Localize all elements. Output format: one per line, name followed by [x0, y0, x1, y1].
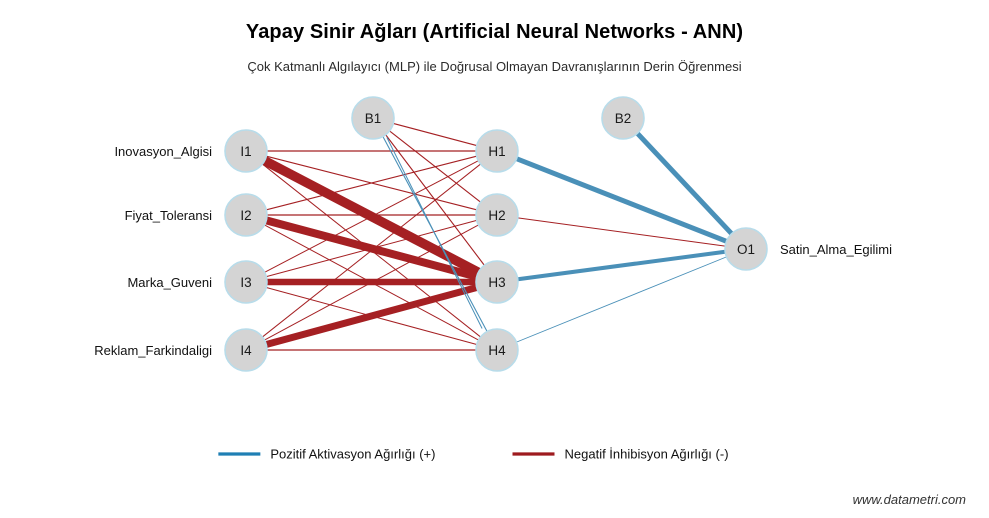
node-id-label: B2: [615, 111, 632, 126]
node-id-label: H3: [488, 275, 505, 290]
page-title: Yapay Sinir Ağları (Artificial Neural Ne…: [245, 21, 744, 43]
node-side-label-i3: Marka_Guveni: [127, 275, 212, 290]
node-id-label: B1: [365, 111, 382, 126]
node-circle: [601, 96, 645, 140]
edge-b1-h3: [385, 134, 485, 266]
footer-watermark: www.datametri.com: [852, 492, 966, 507]
edge-h3-o1: [517, 249, 726, 282]
node-id-label: H2: [488, 208, 505, 223]
node-id-label: H1: [488, 144, 505, 159]
edge-b1-h1: [393, 122, 477, 147]
edge-i3-h2: [266, 219, 477, 278]
edge-i2-h1: [266, 155, 477, 211]
node-circle: [475, 129, 519, 173]
edge-i4-h2: [264, 224, 479, 341]
legend-label-positive: Pozitif Aktivasyon Ağırlığı (+): [270, 447, 435, 462]
legend-label-negative: Negatif İnhibisyon Ağırlığı (-): [565, 447, 729, 462]
edge-b2-o1: [635, 131, 734, 236]
node-o1[interactable]: O1: [724, 227, 768, 271]
node-id-label: H4: [488, 343, 506, 358]
edge-h4-o1: [516, 256, 727, 343]
node-i4[interactable]: I4: [224, 328, 268, 372]
node-circle: [224, 129, 268, 173]
edge-layer: [262, 122, 734, 351]
edge-b1-h2: [389, 130, 481, 203]
node-i3[interactable]: I3: [224, 260, 268, 304]
edge-i3-h1: [264, 160, 479, 273]
node-id-label: I3: [240, 275, 251, 290]
node-circle: [475, 193, 519, 237]
node-b2[interactable]: B2: [601, 96, 645, 140]
edge-b1-h4: [386, 137, 483, 329]
page-subtitle: Çok Katmanlı Algılayıcı (MLP) ile Doğrus…: [247, 59, 742, 74]
node-h4[interactable]: H4: [475, 328, 519, 372]
node-side-label-i2: Fiyat_Toleransi: [125, 208, 213, 223]
node-side-label-i1: Inovasyon_Algisi: [114, 144, 212, 159]
node-circle: [475, 260, 519, 304]
node-id-label: I1: [240, 144, 251, 159]
edge-h1-o1: [515, 156, 728, 244]
node-circle: [351, 96, 395, 140]
node-i1[interactable]: I1: [224, 129, 268, 173]
node-h3[interactable]: H3: [475, 260, 519, 304]
node-circle: [224, 328, 268, 372]
node-side-label-i4: Reklam_Farkindaligi: [94, 343, 212, 358]
node-id-label: O1: [737, 242, 755, 257]
node-circle: [724, 227, 768, 271]
edge-h2-o1: [517, 217, 726, 247]
node-side-label-o1: Satin_Alma_Egilimi: [780, 242, 892, 257]
edge-i4-h1: [262, 163, 481, 338]
node-circle: [475, 328, 519, 372]
node-h2[interactable]: H2: [475, 193, 519, 237]
edge-i4-h3: [265, 284, 478, 348]
node-b1[interactable]: B1: [351, 96, 395, 140]
node-i2[interactable]: I2: [224, 193, 268, 237]
node-id-label: I2: [240, 208, 251, 223]
node-circle: [224, 260, 268, 304]
node-h1[interactable]: H1: [475, 129, 519, 173]
node-circle: [224, 193, 268, 237]
legend: Pozitif Aktivasyon Ağırlığı (+) Negatif İ…: [218, 447, 729, 462]
node-id-label: I4: [240, 343, 252, 358]
